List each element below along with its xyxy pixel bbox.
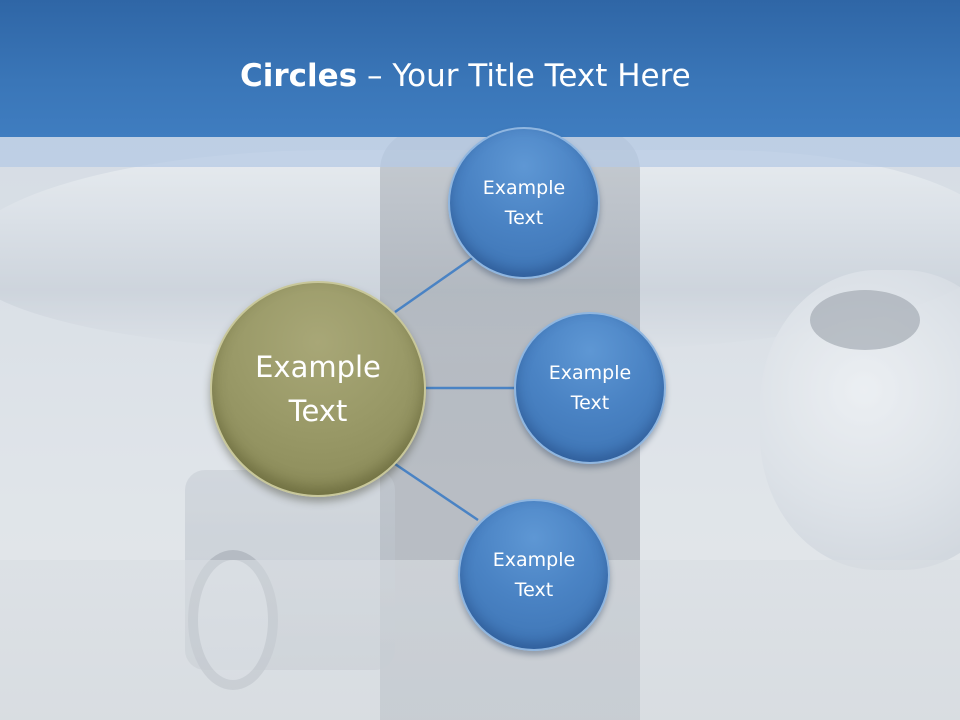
connector-bottom (394, 462, 479, 522)
engine-intake (810, 290, 920, 350)
satellite-circle-text: Example Text (548, 362, 632, 414)
slide-title-bold: Circles (240, 58, 358, 94)
slide-title-rest: – Your Title Text Here (357, 58, 691, 94)
satellite-circle-bottom[interactable]: Example Text (458, 499, 610, 651)
center-circle-text: Example Text (255, 350, 381, 428)
satellite-circle-text: Example Text (492, 549, 576, 601)
slide-title[interactable]: Circles – Your Title Text Here (240, 54, 940, 98)
satellite-circle-top[interactable]: Example Text (448, 127, 600, 279)
satellite-circle-middle[interactable]: Example Text (514, 312, 666, 464)
satellite-circle-text: Example Text (482, 177, 566, 229)
center-circle[interactable]: Example Text (210, 281, 426, 497)
connector-top (394, 252, 479, 314)
title-bar (0, 0, 960, 137)
